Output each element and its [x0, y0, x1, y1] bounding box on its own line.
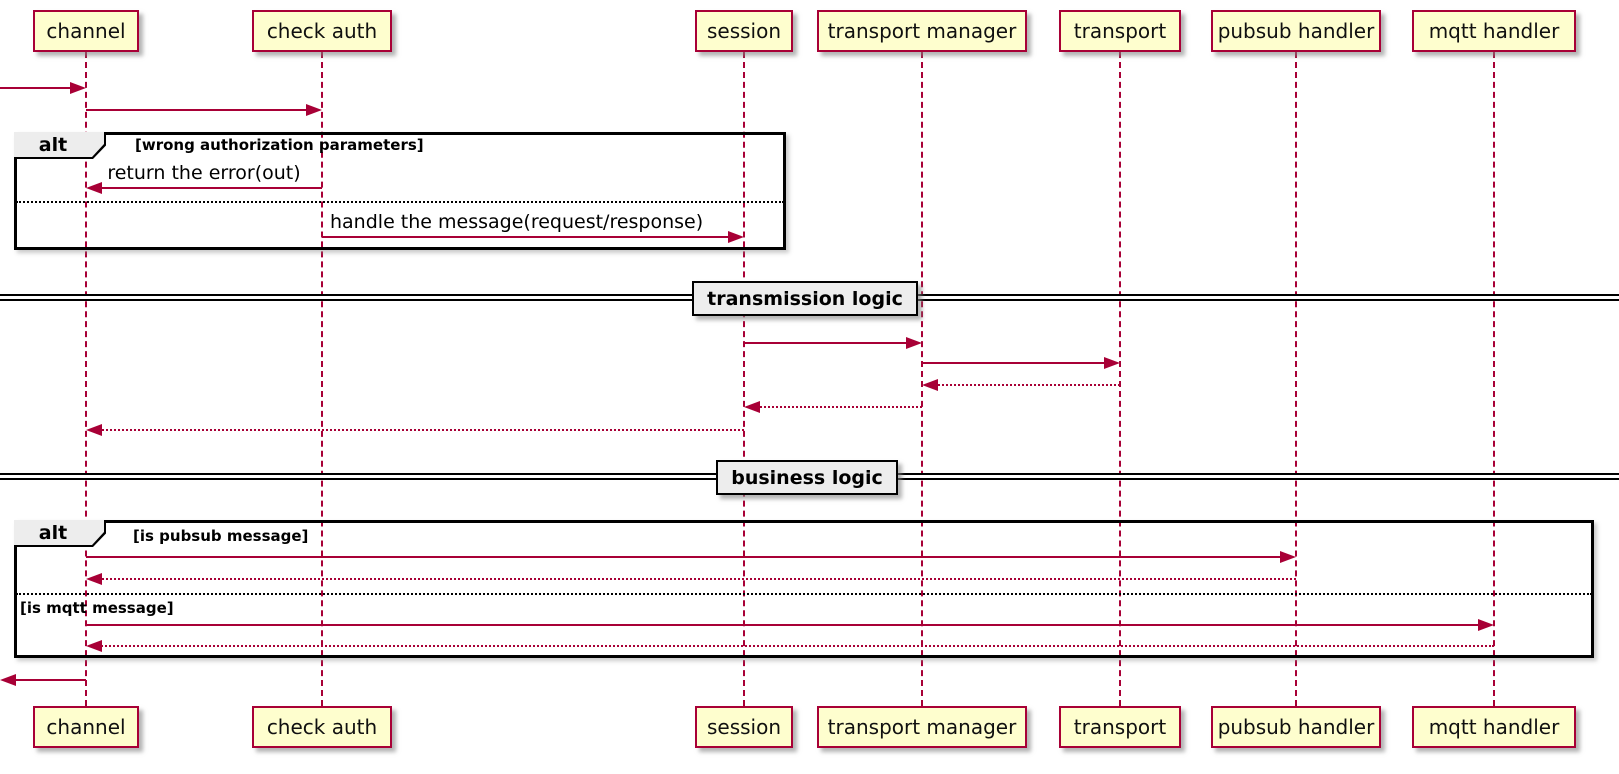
participant-label: pubsub handler: [1217, 19, 1375, 43]
arrow-checkauth-to-session-line: [322, 236, 732, 238]
participant-bottom-session: session: [695, 706, 793, 748]
participant-top-check-auth: check auth: [252, 10, 392, 52]
arrow-checkauth-to-channel-head: [86, 182, 102, 194]
participant-bottom-pubsub-handler: pubsub handler: [1211, 706, 1381, 748]
arrow-tmanager-to-transport-line: [922, 362, 1108, 364]
return-session-to-channel-line: [98, 429, 744, 431]
alt-frame-auth-tab: alt: [14, 132, 106, 159]
participant-label: check auth: [266, 19, 378, 43]
participant-label: mqtt handler: [1428, 715, 1560, 739]
participant-top-mqtt-handler: mqtt handler: [1412, 10, 1576, 52]
alt-condition-mqtt: [is mqtt message]: [20, 599, 174, 617]
participant-bottom-channel: channel: [33, 706, 139, 748]
participant-label: channel: [46, 715, 126, 739]
arrow-channel-to-mqtt-line: [86, 624, 1482, 626]
participant-label: mqtt handler: [1428, 19, 1560, 43]
message-label-handle-message: handle the message(request/response): [330, 211, 704, 233]
arrow-channel-to-pubsub-line: [86, 556, 1284, 558]
participant-label: transport manager: [827, 19, 1017, 43]
alt-frame-dispatch-tab: alt: [14, 520, 106, 547]
participant-bottom-mqtt-handler: mqtt handler: [1412, 706, 1576, 748]
return-tmanager-to-session-head: [744, 401, 760, 413]
lifeline-check-auth: [321, 52, 323, 706]
arrow-checkauth-to-session-head: [728, 231, 744, 243]
alt-condition-pubsub: [is pubsub message]: [133, 527, 309, 545]
participant-label: session: [706, 715, 782, 739]
arrow-channel-to-pubsub-head: [1280, 551, 1296, 563]
arrow-checkauth-to-channel-line: [98, 187, 322, 189]
participant-label: transport: [1073, 19, 1167, 43]
return-transport-to-tmanager-line: [934, 384, 1120, 386]
participant-label: transport manager: [827, 715, 1017, 739]
arrow-session-to-tmanager-line: [744, 342, 910, 344]
alt-frame-dispatch: [14, 520, 1594, 658]
participant-label: channel: [46, 19, 126, 43]
arrow-tmanager-to-transport-head: [1104, 357, 1120, 369]
lifeline-transport: [1119, 52, 1121, 706]
arrow-in-to-channel-head: [70, 82, 86, 94]
arrow-channel-out-line: [12, 679, 86, 681]
participant-top-pubsub-handler: pubsub handler: [1211, 10, 1381, 52]
return-tmanager-to-session-line: [756, 406, 922, 408]
arrow-channel-to-checkauth-line: [86, 109, 308, 111]
alt-frame-auth: [14, 132, 786, 250]
arrow-channel-out-head: [0, 674, 16, 686]
participant-bottom-transport: transport: [1059, 706, 1181, 748]
lifeline-mqtt-handler: [1493, 52, 1495, 706]
participant-label: pubsub handler: [1217, 715, 1375, 739]
return-pubsub-to-channel-line: [98, 578, 1296, 580]
participant-bottom-check-auth: check auth: [252, 706, 392, 748]
participant-bottom-transport-manager: transport manager: [817, 706, 1027, 748]
lifeline-pubsub-handler: [1295, 52, 1297, 706]
lifeline-session: [743, 52, 745, 706]
participant-label: transport: [1073, 715, 1167, 739]
participant-label: check auth: [266, 715, 378, 739]
arrow-session-to-tmanager-head: [906, 337, 922, 349]
alt-condition-auth: [wrong authorization parameters]: [135, 136, 424, 154]
participant-top-transport: transport: [1059, 10, 1181, 52]
return-mqtt-to-channel-head: [86, 640, 102, 652]
alt-operator-label: alt: [14, 132, 104, 157]
message-label-return-error: return the error(out): [107, 162, 301, 184]
participant-top-transport-manager: transport manager: [817, 10, 1027, 52]
return-session-to-channel-head: [86, 424, 102, 436]
participant-label: session: [706, 19, 782, 43]
alt-frame-auth-separator: [16, 201, 784, 203]
return-pubsub-to-channel-head: [86, 573, 102, 585]
participant-top-channel: channel: [33, 10, 139, 52]
arrow-channel-to-mqtt-head: [1478, 619, 1494, 631]
return-transport-to-tmanager-head: [922, 379, 938, 391]
arrow-in-to-channel-line: [0, 87, 76, 89]
divider-transmission-label: transmission logic: [692, 281, 918, 316]
participant-top-session: session: [695, 10, 793, 52]
arrow-channel-to-checkauth-head: [306, 104, 322, 116]
alt-operator-label: alt: [14, 520, 104, 545]
alt-frame-dispatch-separator: [16, 593, 1592, 595]
return-mqtt-to-channel-line: [98, 645, 1494, 647]
divider-business-label: business logic: [716, 460, 898, 495]
lifeline-channel: [85, 52, 87, 706]
